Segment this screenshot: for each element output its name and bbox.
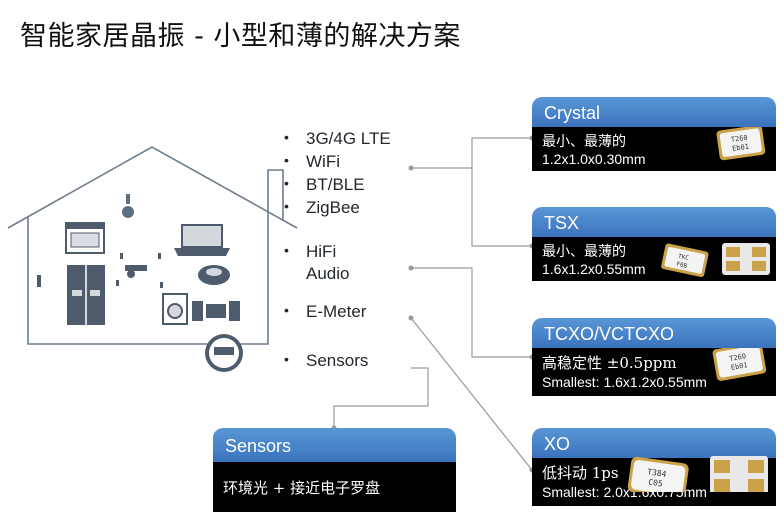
tcxo-card-title: TCXO/VCTCXO bbox=[532, 318, 776, 348]
crystal-chip-icon: T260 Eb01 bbox=[716, 127, 766, 161]
bullet-lte: • 3G/4G LTE bbox=[284, 129, 391, 149]
tsx-chip-icons: TKC F0B bbox=[661, 243, 770, 278]
bullet-bt-label: BT/BLE bbox=[306, 175, 365, 194]
crystal-card-line1: 最小、最薄的 bbox=[542, 133, 626, 149]
bullet-sensors-label: Sensors bbox=[306, 351, 369, 370]
lamp-icon bbox=[122, 194, 134, 218]
bullet-dot: • bbox=[284, 175, 289, 191]
xo-card-title: XO bbox=[532, 428, 776, 458]
bullet-dot: • bbox=[284, 152, 289, 168]
xo-chip-text-2: C05 bbox=[648, 478, 664, 489]
house-outline bbox=[7, 146, 298, 345]
bullet-dot: • bbox=[284, 198, 289, 214]
crystal-card: Crystal 最小、最薄的 1.2x1.0x0.30mm T260 Eb01 bbox=[532, 97, 776, 171]
laptop-icon bbox=[174, 224, 230, 256]
crystal-chip-text-2: Eb01 bbox=[732, 143, 750, 153]
xo-card-body: 低抖动 1ps Smallest: 2.0x1.6x0.75mm T384 C0… bbox=[532, 456, 776, 506]
page-title: 智能家居晶振 - 小型和薄的解决方案 bbox=[20, 21, 461, 52]
tcxo-chip-text-1: T260 bbox=[729, 352, 747, 363]
tsx-card-line1: 最小、最薄的 bbox=[542, 243, 626, 259]
bullet-dot: • bbox=[284, 242, 289, 258]
sensors-card-line1: 环境光 + 接近电子罗盘 bbox=[223, 479, 381, 497]
tcxo-card: TCXO/VCTCXO 高稳定性 ±0.5ppm Smallest: 1.6x1… bbox=[532, 318, 776, 396]
tcxo-chip-text-2: Eb01 bbox=[730, 361, 748, 372]
sensors-card-title: Sensors bbox=[213, 428, 456, 462]
tcxo-card-line2: Smallest: 1.6x1.2x0.55mm bbox=[542, 374, 707, 390]
tsx-card-line2: 1.6x1.2x0.55mm bbox=[542, 261, 646, 277]
crystal-chip-text-1: T260 bbox=[730, 134, 748, 144]
xo-card-line1: 低抖动 1ps bbox=[542, 464, 619, 482]
bullet-hifi-label: HiFi bbox=[306, 242, 337, 261]
bullet-dot: • bbox=[284, 351, 289, 367]
bullet-sensors: • Sensors bbox=[284, 351, 369, 371]
tsx-card-body: 最小、最薄的 1.6x1.2x0.55mm TKC F0B bbox=[532, 237, 776, 281]
stereo-icon bbox=[192, 301, 240, 321]
camera-icon bbox=[125, 265, 147, 278]
crystal-card-line2: 1.2x1.0x0.30mm bbox=[542, 151, 646, 167]
washing-machine-icon bbox=[162, 293, 188, 325]
bullet-emeter-label: E-Meter bbox=[306, 302, 367, 321]
connector-lines bbox=[333, 137, 533, 471]
tsx-card: TSX 最小、最薄的 1.6x1.2x0.55mm TKC F0B bbox=[532, 207, 776, 281]
crystal-card-body: 最小、最薄的 1.2x1.0x0.30mm T260 Eb01 bbox=[532, 127, 776, 171]
xo-card: XO 低抖动 1ps Smallest: 2.0x1.6x0.75mm T384… bbox=[532, 428, 776, 506]
bullet-wifi: • WiFi bbox=[284, 152, 340, 172]
smart-meter-icon bbox=[205, 334, 243, 372]
tsx-chip-text-1: TKC bbox=[677, 253, 689, 262]
bullet-hifi: • HiFi bbox=[284, 242, 337, 262]
oven-icon bbox=[65, 222, 105, 254]
bullet-bt: • BT/BLE bbox=[284, 175, 365, 195]
thermostat-icon bbox=[37, 275, 41, 287]
bullet-dot: • bbox=[284, 129, 289, 145]
bullet-zigbee: • ZigBee bbox=[284, 198, 360, 218]
xo-chip-icons: T384 C05 bbox=[627, 456, 768, 492]
bullet-dot: • bbox=[284, 302, 289, 318]
bullet-wifi-label: WiFi bbox=[306, 152, 340, 171]
xo-chip-text-1: T384 bbox=[647, 467, 668, 479]
tcxo-card-line1: 高稳定性 ±0.5ppm bbox=[542, 354, 677, 372]
tcxo-card-body: 高稳定性 ±0.5ppm Smallest: 1.6x1.2x0.55mm T2… bbox=[532, 348, 776, 396]
fridge-icon bbox=[67, 265, 105, 325]
tsx-chip-text-2: F0B bbox=[676, 261, 688, 270]
sensors-card: Sensors 环境光 + 接近电子罗盘 bbox=[213, 428, 456, 512]
bullet-hifi-audio: Audio bbox=[306, 264, 349, 284]
bullet-emeter: • E-Meter bbox=[284, 302, 367, 322]
bullet-lte-label: 3G/4G LTE bbox=[306, 129, 391, 148]
crystal-card-title: Crystal bbox=[532, 97, 776, 127]
tsx-card-title: TSX bbox=[532, 207, 776, 237]
wireless-signal-icons bbox=[116, 253, 163, 288]
tcxo-chip-icon: T260 Eb01 bbox=[712, 348, 767, 381]
bullet-zigbee-label: ZigBee bbox=[306, 198, 360, 217]
sensors-card-body: 环境光 + 接近电子罗盘 bbox=[213, 462, 456, 512]
bullet-hifi-audio-label: Audio bbox=[306, 264, 350, 283]
robot-vacuum-icon bbox=[198, 265, 230, 285]
